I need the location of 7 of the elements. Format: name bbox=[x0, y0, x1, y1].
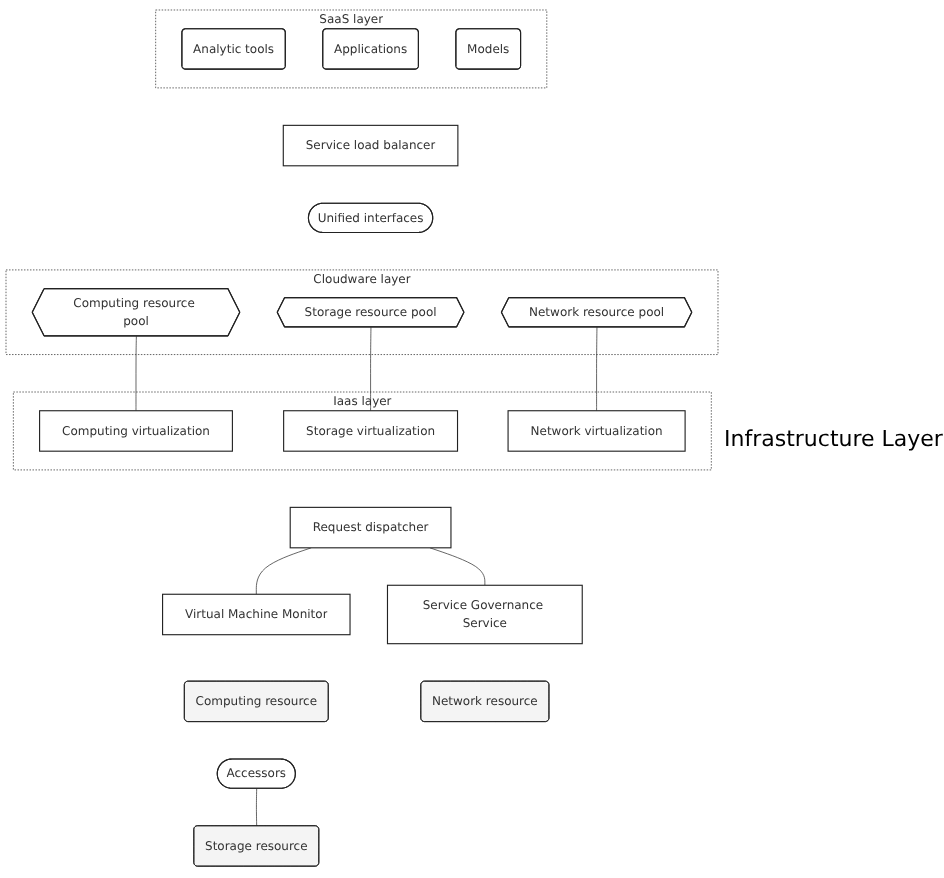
connector bbox=[596, 327, 598, 412]
layer-label: Infrastructure Layer bbox=[724, 426, 944, 452]
connector bbox=[255, 548, 312, 596]
connector bbox=[256, 789, 258, 828]
connector bbox=[370, 327, 372, 412]
connector bbox=[135, 336, 137, 412]
connector bbox=[429, 548, 486, 587]
